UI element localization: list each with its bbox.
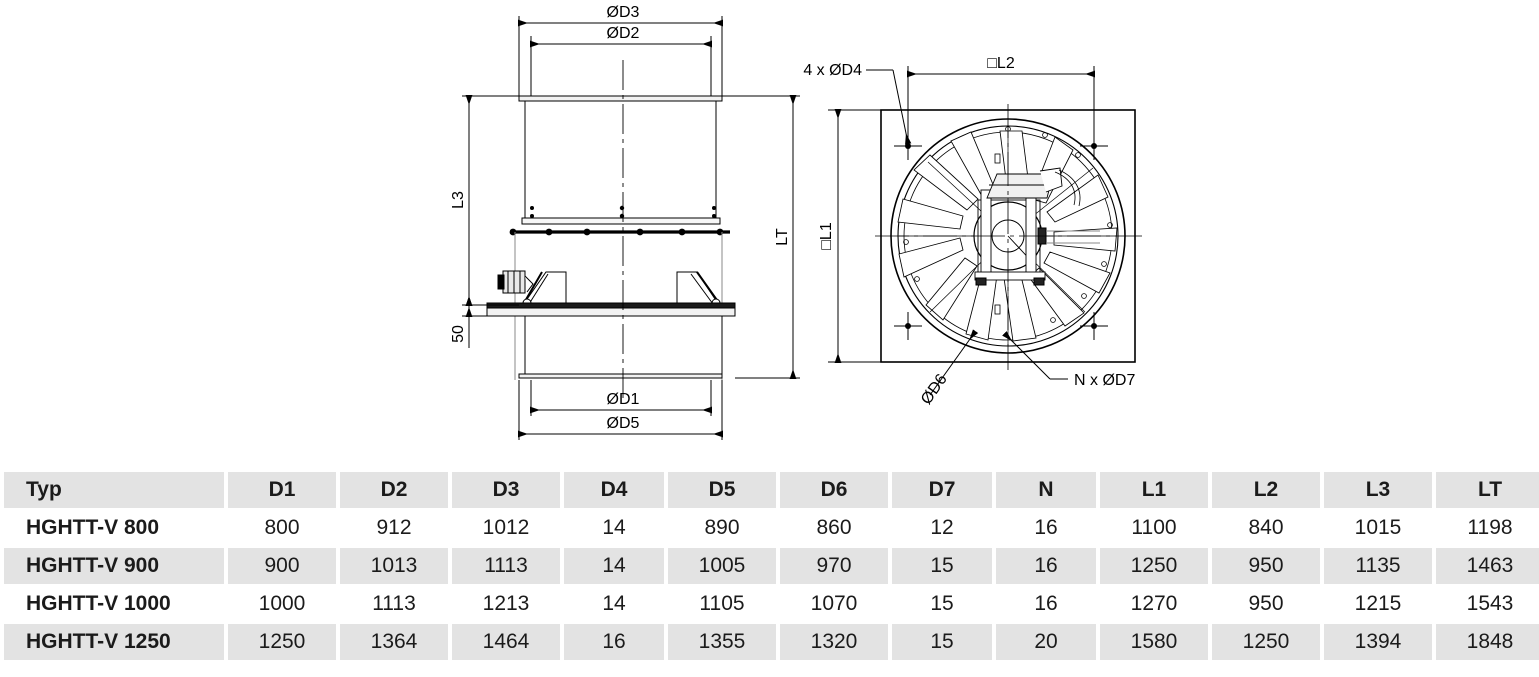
header-d6: D6 (780, 472, 888, 508)
cell-d1: 1000 (228, 586, 336, 622)
cell-lt: 1463 (1436, 548, 1539, 584)
cell-d4: 14 (564, 586, 664, 622)
header-lt: LT (1436, 472, 1539, 508)
motor-detail (497, 270, 534, 294)
cell-d5: 1105 (668, 586, 776, 622)
cell-l2: 950 (1212, 586, 1320, 622)
label-lt: LT (774, 228, 791, 246)
cell-d5: 1355 (668, 624, 776, 660)
side-view-group (462, 16, 800, 440)
cell-d4: 14 (564, 510, 664, 546)
header-l2: L2 (1212, 472, 1320, 508)
cell-lt: 1198 (1436, 510, 1539, 546)
label-d3: ØD3 (607, 4, 640, 21)
cell-n: 20 (996, 624, 1096, 660)
header-d2: D2 (340, 472, 448, 508)
cell-d3: 1113 (452, 548, 560, 584)
cell-d1: 900 (228, 548, 336, 584)
cell-n: 16 (996, 548, 1096, 584)
label-d1: ØD1 (607, 391, 640, 408)
cell-l3: 1394 (1324, 624, 1432, 660)
header-n: N (996, 472, 1096, 508)
cell-d6: 860 (780, 510, 888, 546)
cell-l1: 1100 (1100, 510, 1208, 546)
cell-d4: 16 (564, 624, 664, 660)
label-n-x-d7: N x ØD7 (1074, 372, 1135, 389)
cell-l2: 950 (1212, 548, 1320, 584)
cell-d7: 15 (892, 586, 992, 622)
cell-l1: 1270 (1100, 586, 1208, 622)
cell-typ: HGHTT-V 1250 (4, 624, 224, 660)
cell-d6: 1320 (780, 624, 888, 660)
cell-d6: 970 (780, 548, 888, 584)
dimension-table-wrap: Typ D1 D2 D3 D4 D5 D6 D7 N L1 L2 L3 LT (0, 470, 1539, 677)
label-d6: ØD6 (918, 371, 951, 408)
cell-lt: 1543 (1436, 586, 1539, 622)
cell-d4: 14 (564, 548, 664, 584)
cell-n: 16 (996, 586, 1096, 622)
header-d3: D3 (452, 472, 560, 508)
cell-d5: 890 (668, 510, 776, 546)
cell-l2: 840 (1212, 510, 1320, 546)
dimension-table: Typ D1 D2 D3 D4 D5 D6 D7 N L1 L2 L3 LT (0, 470, 1539, 662)
cell-l1: 1250 (1100, 548, 1208, 584)
cell-d2: 912 (340, 510, 448, 546)
cell-d3: 1213 (452, 586, 560, 622)
cell-d7: 15 (892, 624, 992, 660)
header-d7: D7 (892, 472, 992, 508)
technical-drawing-svg: ØD3 ØD2 ØD1 ØD5 L3 50 LT 4 x ØD4 □L2 □L1… (450, 4, 1142, 440)
cell-d1: 1250 (228, 624, 336, 660)
cell-d2: 1364 (340, 624, 448, 660)
cell-d2: 1013 (340, 548, 448, 584)
front-view-group (828, 66, 1142, 396)
cell-l2: 1250 (1212, 624, 1320, 660)
cell-d7: 15 (892, 548, 992, 584)
cell-d1: 800 (228, 510, 336, 546)
cell-d6: 1070 (780, 586, 888, 622)
header-l3: L3 (1324, 472, 1432, 508)
cell-l3: 1015 (1324, 510, 1432, 546)
label-d2: ØD2 (607, 25, 640, 42)
table-row: HGHTT-V 800 800 912 1012 14 890 860 12 1… (4, 510, 1539, 546)
cell-d2: 1113 (340, 586, 448, 622)
cell-d5: 1005 (668, 548, 776, 584)
table-row: HGHTT-V 900 900 1013 1113 14 1005 970 15… (4, 548, 1539, 584)
cell-d7: 12 (892, 510, 992, 546)
cell-d3: 1464 (452, 624, 560, 660)
cell-typ: HGHTT-V 1000 (4, 586, 224, 622)
cell-typ: HGHTT-V 800 (4, 510, 224, 546)
cell-typ: HGHTT-V 900 (4, 548, 224, 584)
cell-lt: 1848 (1436, 624, 1539, 660)
header-d4: D4 (564, 472, 664, 508)
header-typ: Typ (4, 472, 224, 508)
cell-l3: 1215 (1324, 586, 1432, 622)
table-row: HGHTT-V 1250 1250 1364 1464 16 1355 1320… (4, 624, 1539, 660)
header-d1: D1 (228, 472, 336, 508)
cell-n: 16 (996, 510, 1096, 546)
cell-l3: 1135 (1324, 548, 1432, 584)
cell-d3: 1012 (452, 510, 560, 546)
label-4x-d4: 4 x ØD4 (803, 62, 862, 79)
label-l3: L3 (450, 191, 467, 209)
label-l1: □L1 (818, 222, 835, 250)
label-l2: □L2 (987, 55, 1015, 72)
table-row: HGHTT-V 1000 1000 1113 1213 14 1105 1070… (4, 586, 1539, 622)
header-d5: D5 (668, 472, 776, 508)
cell-l1: 1580 (1100, 624, 1208, 660)
table-header-row: Typ D1 D2 D3 D4 D5 D6 D7 N L1 L2 L3 LT (4, 472, 1539, 508)
header-l1: L1 (1100, 472, 1208, 508)
label-base-height: 50 (450, 325, 467, 343)
label-d5: ØD5 (607, 415, 640, 432)
drawing-area: ØD3 ØD2 ØD1 ØD5 L3 50 LT 4 x ØD4 □L2 □L1… (450, 4, 1142, 440)
